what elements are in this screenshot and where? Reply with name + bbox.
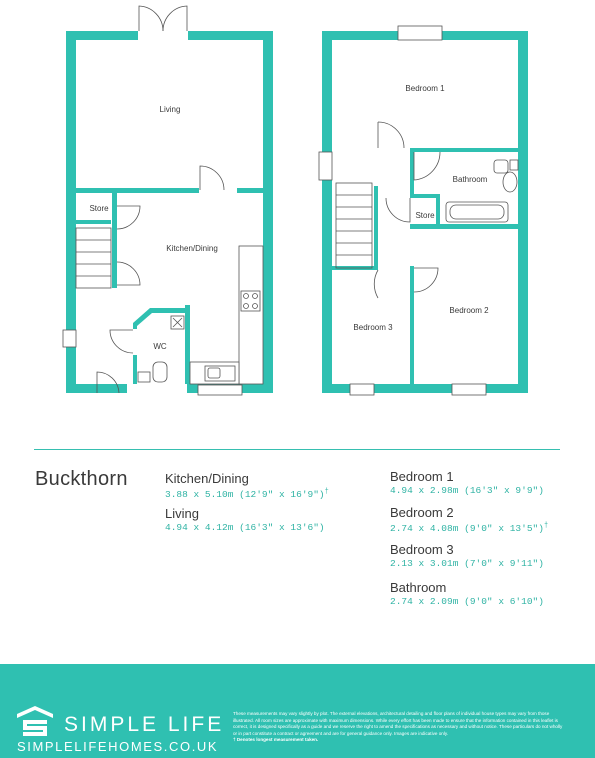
room-dimensions: 2.74 x 4.08m (9'0" x 13'5")† bbox=[390, 522, 549, 535]
disclaimer-body: These measurements may vary slightly by … bbox=[233, 711, 563, 736]
schedule-bathroom: Bathroom 2.74 x 2.09m (9'0" x 6'10") bbox=[390, 580, 544, 608]
brand-name: SIMPLE LIFE bbox=[64, 713, 225, 736]
room-label-kitchen-dining: Kitchen/Dining bbox=[166, 244, 218, 253]
ground-floor-fittings bbox=[62, 5, 264, 396]
room-name: Bedroom 3 bbox=[390, 542, 454, 557]
section-divider bbox=[34, 449, 560, 450]
room-name: Bedroom 1 bbox=[390, 469, 454, 484]
room-dimensions: 2.13 x 3.01m (7'0" x 9'11") bbox=[390, 558, 544, 569]
schedule-bedroom-3: Bedroom 3 2.13 x 3.01m (7'0" x 9'11") bbox=[390, 542, 544, 570]
schedule-bedroom-1: Bedroom 1 4.94 x 2.98m (16'3" x 9'9") bbox=[390, 469, 544, 497]
room-label-bedroom-3: Bedroom 3 bbox=[353, 323, 393, 332]
longest-measurement-mark: † bbox=[543, 522, 549, 530]
room-dimensions: 3.88 x 5.10m (12'9" x 16'9")† bbox=[165, 488, 329, 501]
room-dimensions: 4.94 x 2.98m (16'3" x 9'9") bbox=[390, 485, 544, 496]
room-name: Kitchen/Dining bbox=[165, 471, 249, 486]
house-type-name: Buckthorn bbox=[35, 468, 128, 490]
room-dimensions: 2.74 x 2.09m (9'0" x 6'10") bbox=[390, 596, 544, 607]
room-name: Living bbox=[165, 506, 199, 521]
simple-life-logo-icon bbox=[17, 706, 53, 736]
schedule-living: Living 4.94 x 4.12m (16'3" x 13'6") bbox=[165, 506, 325, 534]
footer-banner bbox=[0, 664, 595, 758]
room-label-living: Living bbox=[160, 105, 181, 114]
website-link[interactable]: SIMPLELIFEHOMES.CO.UK bbox=[17, 739, 219, 754]
room-label-bedroom-2: Bedroom 2 bbox=[449, 306, 489, 315]
room-label-first-store: Store bbox=[415, 211, 435, 220]
first-floor-fittings bbox=[318, 25, 519, 396]
schedule-bedroom-2: Bedroom 2 2.74 x 4.08m (9'0" x 13'5")† bbox=[390, 505, 548, 535]
room-label-bathroom: Bathroom bbox=[453, 175, 488, 184]
floor-plans: Living Store Kitchen/Dining WC Bedroom 1… bbox=[62, 5, 528, 396]
schedule-kitchen-dining: Kitchen/Dining 3.88 x 5.10m (12'9" x 16'… bbox=[165, 471, 329, 501]
longest-measurement-mark: † bbox=[324, 488, 329, 496]
disclaimer-note: † Denotes longest measurement taken. bbox=[233, 737, 319, 743]
room-label-store: Store bbox=[89, 204, 109, 213]
room-label-bedroom-1: Bedroom 1 bbox=[405, 84, 445, 93]
room-label-wc: WC bbox=[153, 342, 167, 351]
disclaimer-text: These measurements may vary slightly by … bbox=[233, 711, 563, 744]
room-name: Bathroom bbox=[390, 580, 447, 595]
room-dimensions: 4.94 x 4.12m (16'3" x 13'6") bbox=[165, 522, 325, 533]
room-name: Bedroom 2 bbox=[390, 505, 454, 520]
